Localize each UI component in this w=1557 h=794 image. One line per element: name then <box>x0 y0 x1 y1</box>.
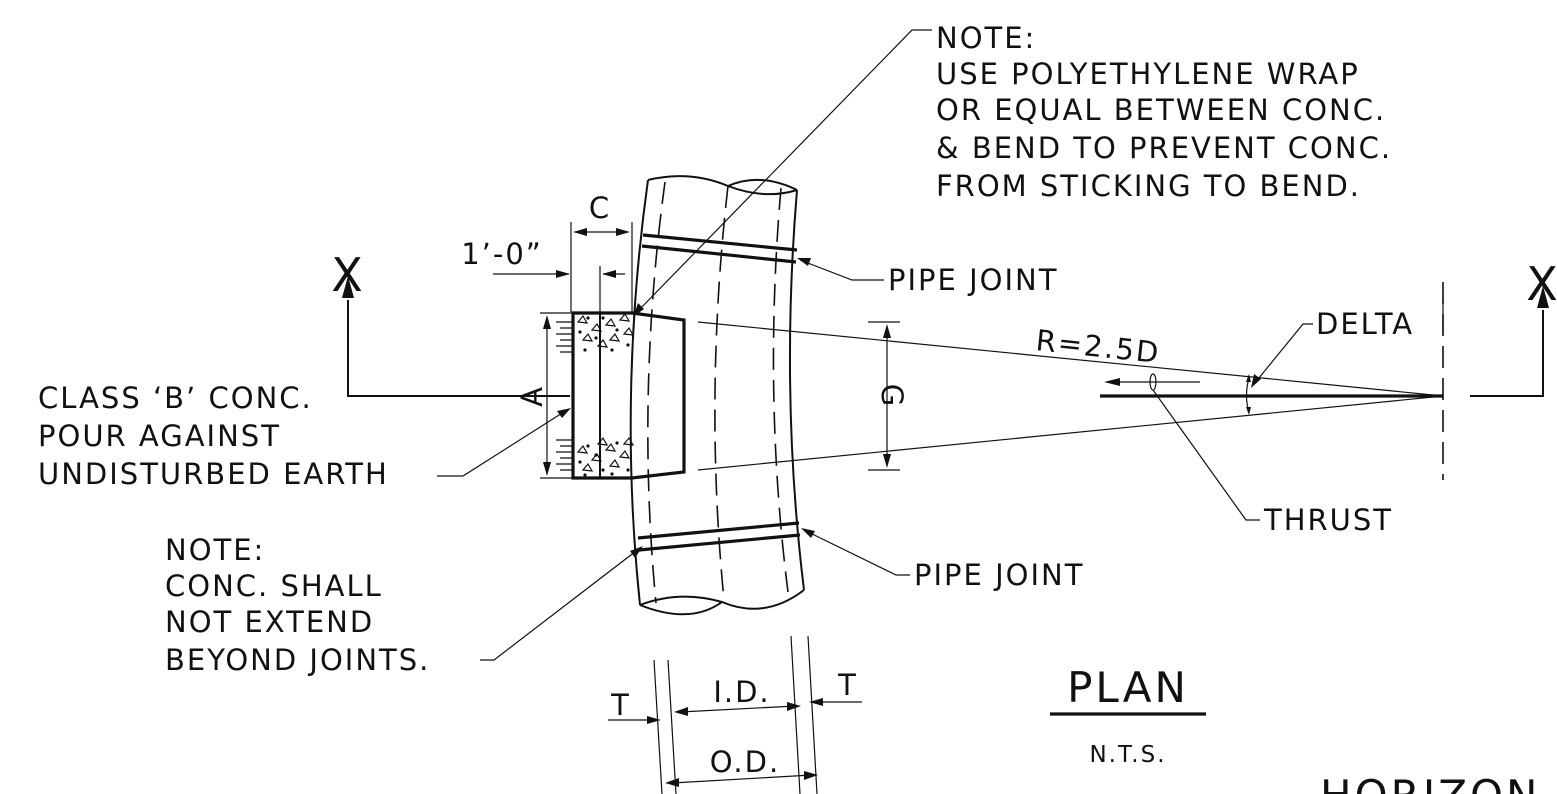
section-mark-right-label: X <box>1526 257 1557 311</box>
bottom-note-line-3: NOT EXTEND <box>165 605 374 639</box>
leader-lines <box>437 29 1444 661</box>
dimension-one-foot-label: 1’-0” <box>461 237 543 271</box>
pipe-centerline <box>714 185 729 601</box>
left-note-line-3: UNDISTURBED EARTH <box>38 457 389 491</box>
thrust-block-outline <box>571 311 686 480</box>
pipe-bend <box>629 175 805 616</box>
plan-scale-note: N.T.S. <box>1089 742 1166 768</box>
radius-label: R=2.5D <box>1034 323 1162 370</box>
dimension-g-label: G <box>875 384 909 408</box>
left-note-line-2: POUR AGAINST <box>38 419 281 453</box>
dimension-t-right-label: T <box>837 668 858 702</box>
pipe-break-top <box>647 175 798 196</box>
top-note-line-4: & BEND TO PREVENT CONC. <box>936 131 1392 165</box>
pipe-outer-wall-left <box>629 179 649 606</box>
pipe-joint-top-label: PIPE JOINT <box>888 263 1058 297</box>
left-note: CLASS ‘B’ CONC. POUR AGAINST UNDISTURBED… <box>38 381 389 491</box>
bottom-note-line-1: NOTE: <box>165 533 265 567</box>
wall-dimensions: T I.D. T O.D. <box>608 635 862 794</box>
pipe-joint-line-top-2 <box>641 244 797 264</box>
title-block: PLAN N.T.S. HORIZON <box>1050 663 1540 794</box>
left-note-line-1: CLASS ‘B’ CONC. <box>38 381 313 415</box>
pipe-break-bottom <box>639 589 805 616</box>
bottom-note: NOTE: CONC. SHALL NOT EXTEND BEYOND JOIN… <box>165 533 430 677</box>
top-note-line-2: USE POLYETHYLENE WRAP <box>936 57 1360 91</box>
earth-hatching <box>556 321 572 471</box>
pipe-joint-line-bottom-2 <box>638 533 801 552</box>
pipe-inner-wall-right <box>772 187 789 593</box>
dimension-c-label: C <box>589 191 611 225</box>
thrust-label: THRUST <box>1263 503 1393 537</box>
dimension-id-label: I.D. <box>713 675 770 709</box>
section-mark-left: X <box>331 248 570 397</box>
top-note: NOTE: USE POLYETHYLENE WRAP OR EQUAL BET… <box>936 21 1392 203</box>
delta-label: DELTA <box>1316 307 1414 341</box>
pipe-joint-line-top-1 <box>642 233 798 252</box>
top-note-line-5: FROM STICKING TO BEND. <box>936 169 1361 203</box>
plan-title: PLAN <box>1067 663 1189 712</box>
section-mark-left-label: X <box>331 248 365 302</box>
bottom-note-line-4: BEYOND JOINTS. <box>165 643 430 677</box>
delta-angle <box>1245 374 1251 415</box>
cut-off-title: HORIZON <box>1320 771 1540 794</box>
top-note-line-1: NOTE: <box>936 21 1036 55</box>
dimension-c: C <box>570 191 633 312</box>
dimension-t-left-label: T <box>610 688 631 722</box>
section-mark-right: X <box>1470 257 1557 397</box>
dimension-od-label: O.D. <box>710 745 780 779</box>
pipe-outer-wall-right <box>788 189 805 591</box>
pipe-joint-line-bottom-1 <box>637 521 800 540</box>
concrete-stipple-top <box>576 312 635 352</box>
thrust-block <box>556 311 686 480</box>
concrete-stipple-bottom <box>576 436 635 477</box>
bottom-note-line-2: CONC. SHALL <box>165 569 383 603</box>
top-note-line-3: OR EQUAL BETWEEN CONC. <box>936 93 1386 127</box>
dimension-one-foot: 1’-0” <box>461 237 625 312</box>
pipe-joint-bottom-label: PIPE JOINT <box>914 558 1084 592</box>
thrust-arrow <box>1104 373 1200 391</box>
dimension-g: G <box>868 321 909 471</box>
pipe-inner-wall-left <box>647 181 666 604</box>
